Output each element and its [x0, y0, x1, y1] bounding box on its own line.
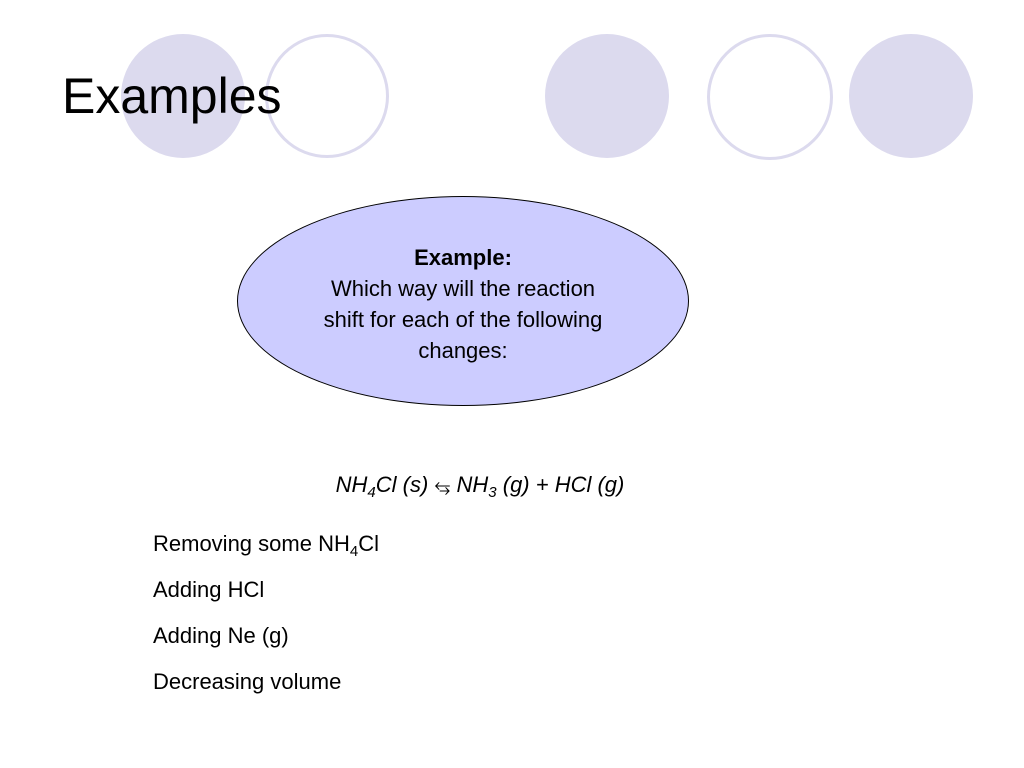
- reaction-equation: NH4Cl (s) ⥃ NH3 (g) + HCl (g): [150, 470, 810, 500]
- change-item: Adding HCl: [153, 575, 379, 605]
- slide-title: Examples: [62, 68, 282, 124]
- change-text: Removing some NH: [153, 531, 350, 556]
- change-text: Decreasing volume: [153, 669, 342, 694]
- example-box: Example: Which way will the reaction shi…: [317, 242, 609, 366]
- example-question: Which way will the reaction shift for ea…: [323, 276, 603, 363]
- change-text-after: Cl: [358, 531, 379, 556]
- equation-product-rest: (g) + HCl (g): [496, 472, 625, 497]
- change-text: Adding Ne (g): [153, 623, 289, 648]
- change-item: Adding Ne (g): [153, 621, 379, 651]
- equation-product-subscript: 3: [488, 484, 497, 501]
- equilibrium-arrow-icon: ⥃: [434, 473, 451, 497]
- decor-circle-outline-2: [707, 34, 833, 160]
- change-item: Removing some NH4Cl: [153, 529, 379, 559]
- change-text: Adding HCl: [153, 577, 265, 602]
- change-subscript: 4: [349, 543, 359, 560]
- decor-circle-filled-1: [121, 34, 245, 158]
- equation-reactant: NH: [335, 472, 368, 497]
- changes-list: Removing some NH4Cl Adding HCl Adding Ne…: [153, 529, 379, 713]
- example-heading: Example:: [414, 245, 512, 270]
- example-ellipse: [237, 196, 689, 406]
- equation-product: NH: [450, 472, 489, 497]
- decor-circle-outline-1: [265, 34, 389, 158]
- decor-circle-filled-2: [545, 34, 669, 158]
- equation-reactant-subscript: 4: [367, 484, 376, 501]
- change-item: Decreasing volume: [153, 667, 379, 697]
- equation-reactant-rest: Cl (s): [375, 472, 435, 497]
- decor-circle-filled-3: [849, 34, 973, 158]
